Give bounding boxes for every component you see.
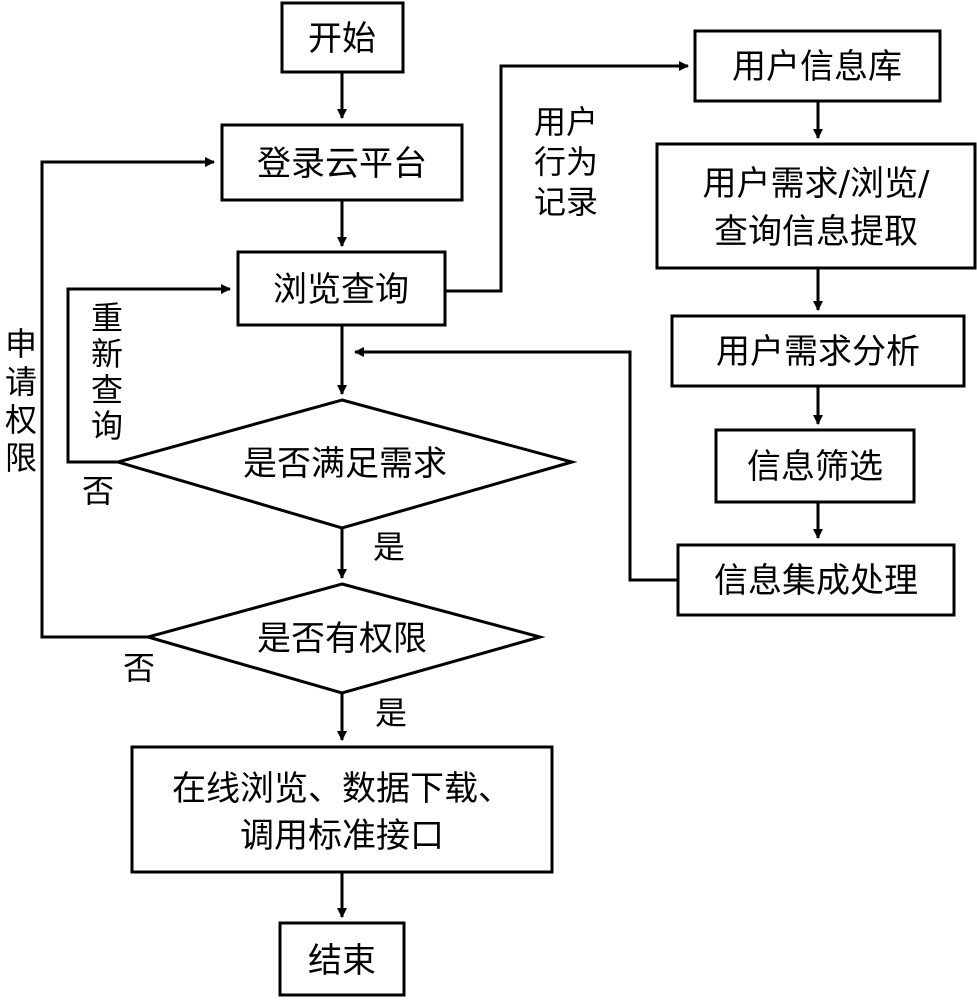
label-apply-permission-3: 权 <box>5 401 37 439</box>
node-filter: 信息筛选 <box>714 428 916 504</box>
label-requery: 重 新 查 询 <box>91 299 123 445</box>
label-requery-4: 询 <box>91 407 123 445</box>
node-end: 结束 <box>278 921 406 997</box>
node-browse: 浏览查询 <box>236 250 447 327</box>
label-apply-permission-4: 限 <box>5 439 37 477</box>
label-apply-permission: 申 请 权 限 <box>5 325 37 477</box>
node-actions: 在线浏览、数据下载、 调用标准接口 <box>130 745 554 874</box>
node-analysis-label: 用户需求分析 <box>716 332 920 372</box>
decision-has-permission-label: 是否有权限 <box>257 619 427 659</box>
label-apply-permission-1: 申 <box>5 325 37 363</box>
decision-meet-needs-label: 是否满足需求 <box>243 444 447 484</box>
label-behavior-record: 用户 行为 记录 <box>534 103 598 221</box>
node-start-label: 开始 <box>308 19 376 59</box>
label-no-1: 否 <box>82 472 114 510</box>
node-start: 开始 <box>280 1 405 74</box>
edge-integrate-feedback <box>354 347 678 582</box>
label-requery-1: 重 <box>91 299 123 337</box>
node-extract: 用户需求/浏览/ 查询信息提取 <box>655 142 977 270</box>
node-integrate-label: 信息集成处理 <box>714 561 918 601</box>
label-behavior-record-3: 记录 <box>534 183 598 221</box>
node-integrate: 信息集成处理 <box>676 543 956 617</box>
label-apply-permission-2: 请 <box>5 363 37 401</box>
node-actions-line2: 调用标准接口 <box>240 816 444 856</box>
node-actions-line1: 在线浏览、数据下载、 <box>172 769 512 809</box>
edge-requery-loop <box>66 284 231 464</box>
node-extract-line2: 查询信息提取 <box>714 212 918 252</box>
node-extract-line1: 用户需求/浏览/ <box>703 164 930 204</box>
node-user-db-label: 用户信息库 <box>732 47 902 87</box>
label-requery-2: 新 <box>91 335 123 373</box>
decision-has-permission: 是否有权限 <box>142 582 546 695</box>
label-yes-2: 是 <box>375 694 407 732</box>
label-behavior-record-2: 行为 <box>534 143 598 181</box>
node-filter-label: 信息筛选 <box>747 447 883 487</box>
node-login-label: 登录云平台 <box>257 144 427 184</box>
node-user-db: 用户信息库 <box>693 29 942 103</box>
label-no-2: 否 <box>123 649 155 687</box>
edge-permission-loop <box>40 157 215 639</box>
label-behavior-record-1: 用户 <box>534 103 598 141</box>
node-analysis: 用户需求分析 <box>670 314 966 388</box>
edge-behavior-record <box>445 61 689 293</box>
label-yes-1: 是 <box>373 528 405 566</box>
node-end-label: 结束 <box>308 941 376 981</box>
node-browse-label: 浏览查询 <box>273 270 409 310</box>
node-login: 登录云平台 <box>220 123 464 202</box>
decision-meet-needs: 是否满足需求 <box>112 398 578 530</box>
label-requery-3: 查 <box>91 371 123 409</box>
